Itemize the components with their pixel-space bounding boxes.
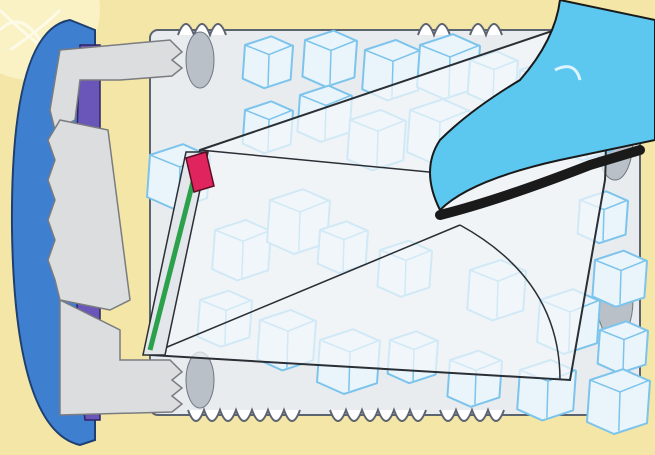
ice-cube: [243, 36, 293, 88]
ice-cube: [302, 31, 357, 87]
ice-cube: [587, 369, 650, 434]
ice-cube: [592, 251, 647, 307]
ice-cube: [598, 321, 648, 373]
